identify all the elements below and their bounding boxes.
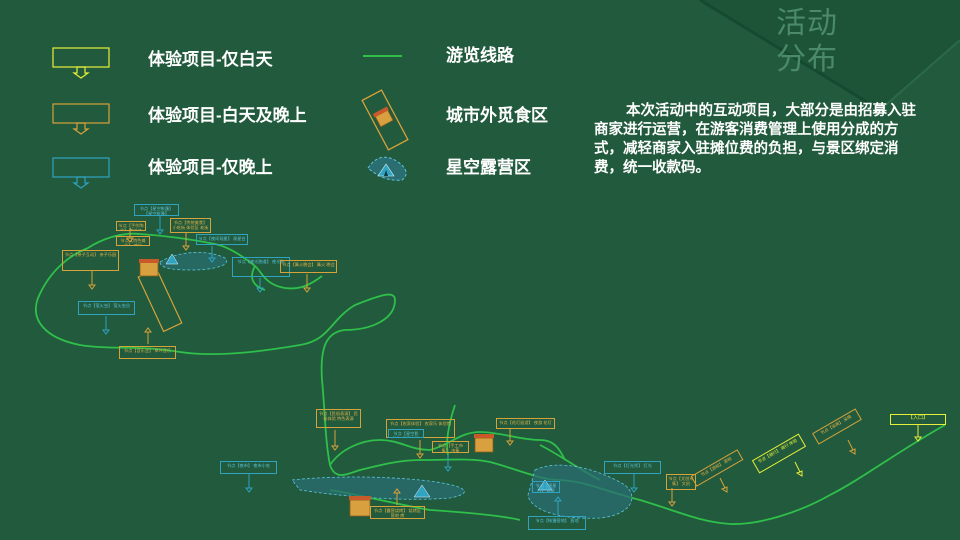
legend-night-only-label: 体验项目-仅晚上 (148, 158, 273, 177)
map-tag: 节点【萤火虫】 萤火虫谷 (78, 301, 135, 315)
map-tag: 节点【民俗表演】 民俗体验 特色表演 (316, 409, 361, 428)
map-tag: 节点【特色摊位】 摊位 (116, 236, 150, 246)
legend-camp-zone-icon (367, 156, 407, 181)
legend-day-only-label: 体验项目-仅白天 (148, 50, 273, 69)
map-tag: 节点【手工市集】 市集 (432, 441, 469, 453)
food-stall-icon (139, 259, 159, 277)
description-paragraph: 本次活动中的互动项目，大部分是由招募入驻商家进行运营，在游客消费管理上使用分成的… (594, 103, 916, 176)
map-tag: 节点【篝火晚会】 篝火 晚会 (280, 260, 337, 273)
map-tag: 节点【露营烧烤】 烧烤区 营地 烤 (370, 506, 425, 519)
map-tag: 节点【文创市集】 文创 (666, 474, 696, 490)
camp-zone-lower-left (291, 476, 465, 500)
map-tag: 节点【帐篷营地】 营地 (528, 516, 586, 530)
map-tag: 节点【手作陶艺】 陶艺体验区 手作 (116, 221, 146, 231)
map-tag: 节点【灯光秀】 灯光 (604, 461, 661, 474)
tent-icon (413, 484, 431, 498)
map-tag: 节点【夜市】 夜市小吃 (220, 461, 277, 474)
map-tag: 节点【夜光跑道】 夜光跑 (232, 257, 290, 277)
map-tag: 节点【星空影院】 露天电影 (388, 429, 424, 438)
map-tag: 节点【夜间观星】 观星台 (196, 234, 248, 245)
camp-zone-lower-right (527, 464, 633, 519)
food-stall-icon (474, 434, 494, 453)
corner-title-line2: 分布 (776, 43, 838, 76)
legend-night-only-icon (52, 157, 110, 189)
food-stall-icon (349, 496, 371, 517)
map-tag: 节点【星空帐篷】 【星空帐篷】 (134, 204, 179, 216)
legend-camp-zone-label: 星空露营区 (446, 158, 531, 177)
tent-icon (537, 479, 553, 491)
tent-icon (165, 253, 179, 265)
corner-title-line1: 活动 (776, 7, 838, 40)
map-tag: 【入口】 (890, 414, 946, 425)
map-tag: 节点【音乐会】 草坪音乐 (119, 346, 176, 359)
map-tag: 节点【亲子互动】 亲子乐园 (62, 250, 119, 271)
legend-day-and-night-label: 体验项目-白天及晚上 (148, 106, 307, 125)
map-tag: 节点【花灯巡游】 夜游 花灯 (496, 418, 555, 429)
route-path (35, 232, 946, 525)
legend-food-zone-icon (361, 89, 409, 151)
legend-food-zone-label: 城市外觅食区 (446, 106, 548, 125)
map-tag: 节点【传统美食】 小吃街 体验区 老街 (170, 218, 211, 233)
legend-route-label: 游览线路 (446, 46, 514, 65)
corner-title: 活动 分布 (772, 6, 842, 78)
tag-arrows (88, 216, 922, 515)
map-tag: 节点【观星台】 观星 (532, 481, 560, 493)
legend-day-and-night-icon (52, 103, 110, 135)
camp-zone-upper (159, 252, 227, 271)
legend-day-only-icon (52, 47, 110, 79)
food-zone-upper (137, 267, 183, 333)
